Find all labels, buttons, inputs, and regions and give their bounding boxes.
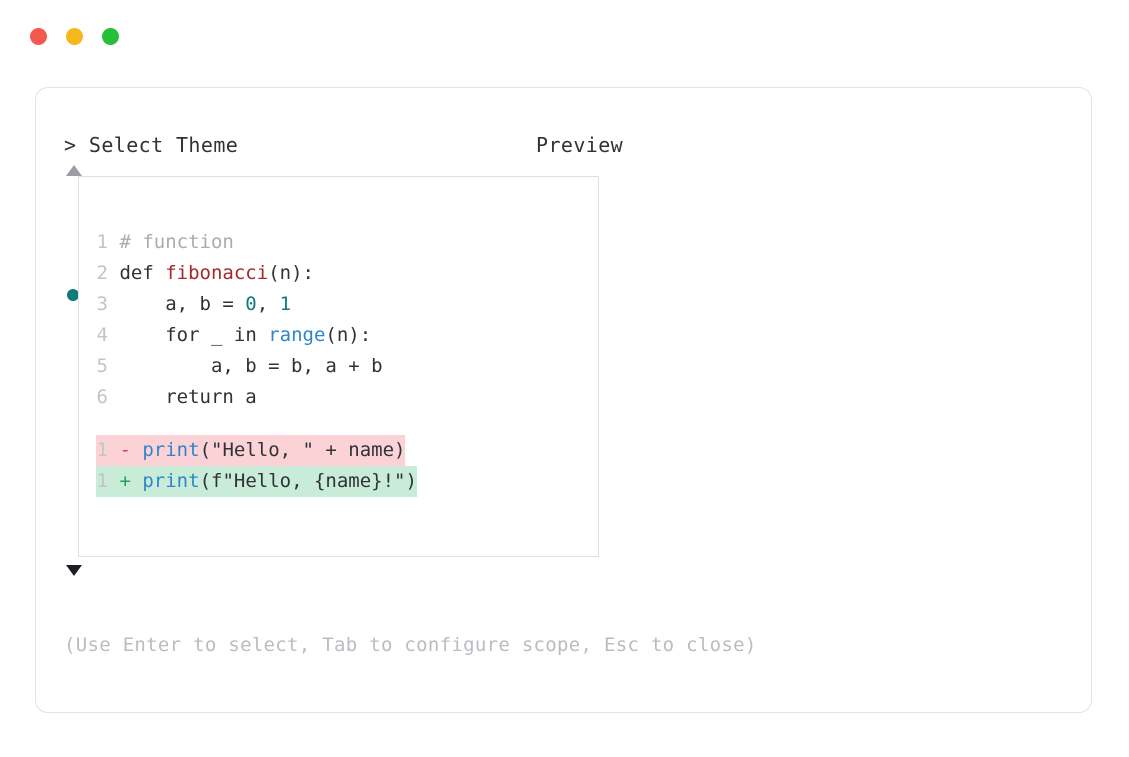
scroll-down-indicator[interactable] bbox=[64, 558, 534, 582]
diff-line-text: print(f"Hello, {name}!") bbox=[142, 470, 417, 492]
code-line: 6 return a bbox=[96, 382, 417, 413]
code-token-keyword: return bbox=[165, 386, 234, 408]
line-number: 3 bbox=[96, 293, 108, 315]
code-line: 4 for _ in range(n): bbox=[96, 320, 417, 351]
preview-panel: Preview bbox=[536, 132, 1071, 158]
code-token-builtin: range bbox=[268, 324, 326, 346]
line-number: 1 bbox=[96, 470, 108, 492]
code-line-text: def fibonacci(n): bbox=[119, 262, 314, 284]
chevron-up-icon bbox=[66, 164, 82, 176]
code-diff-row: 1 + print(f"Hello, {name}!") bbox=[96, 466, 417, 497]
page-title: Select Theme bbox=[88, 133, 239, 157]
diff-line-text: print("Hello, " + name) bbox=[142, 439, 406, 461]
code-line-text: for _ in range(n): bbox=[165, 324, 372, 346]
diff-added-line: 1 + print(f"Hello, {name}!") bbox=[96, 466, 417, 497]
scroll-up-indicator[interactable] bbox=[64, 158, 534, 182]
code-token-keyword: def bbox=[119, 262, 154, 284]
chevron-down-icon bbox=[66, 564, 82, 576]
selection-indicator-cell bbox=[64, 279, 94, 310]
line-number: 2 bbox=[96, 262, 108, 284]
code-line-text: return a bbox=[165, 386, 257, 408]
code-line: 1 # function bbox=[96, 227, 417, 258]
diff-sign: + bbox=[119, 470, 131, 492]
code-line: 5 a, b = b, a + b bbox=[96, 351, 417, 382]
diff-sign: - bbox=[119, 439, 131, 461]
line-number: 5 bbox=[96, 355, 108, 377]
line-number: 1 bbox=[96, 439, 108, 461]
line-number: 4 bbox=[96, 324, 108, 346]
keyboard-hint: (Use Enter to select, Tab to configure s… bbox=[64, 634, 757, 656]
code-token-call: print bbox=[142, 470, 200, 492]
code-token-number: 0 bbox=[245, 293, 257, 315]
line-number: 6 bbox=[96, 386, 108, 408]
theme-picker-card: > Select Theme 1.ANSILight2.AyuLight3.De… bbox=[35, 87, 1092, 713]
minimize-button-icon[interactable] bbox=[66, 28, 83, 45]
code-token-keyword: for bbox=[165, 324, 200, 346]
code-token-call: print bbox=[142, 439, 200, 461]
code-token-number: 1 bbox=[279, 293, 292, 315]
code-line: 2 def fibonacci(n): bbox=[96, 258, 417, 289]
select-theme-prompt: > Select Theme bbox=[64, 132, 534, 158]
code-token-function: fibonacci bbox=[165, 262, 269, 284]
prompt-marker: > bbox=[64, 133, 77, 157]
maximize-button-icon[interactable] bbox=[102, 28, 119, 45]
code-token-keyword: in bbox=[233, 324, 257, 346]
code-line: 3 a, b = 0, 1 bbox=[96, 289, 417, 320]
code-line-text: a, b = b, a + b bbox=[119, 355, 383, 377]
diff-removed-line: 1 - print("Hello, " + name) bbox=[96, 435, 406, 466]
code-line-text: a, b = 0, 1 bbox=[119, 293, 292, 315]
code-line-text: # function bbox=[119, 231, 233, 253]
code-token-comment: # function bbox=[119, 231, 234, 253]
window-titlebar bbox=[30, 28, 119, 45]
preview-heading: Preview bbox=[536, 133, 624, 157]
close-button-icon[interactable] bbox=[30, 28, 47, 45]
code-diff-spacer bbox=[96, 413, 417, 435]
code-diff-row: 1 - print("Hello, " + name) bbox=[96, 435, 417, 466]
line-number: 1 bbox=[96, 231, 108, 253]
selected-bullet-icon bbox=[67, 288, 79, 301]
